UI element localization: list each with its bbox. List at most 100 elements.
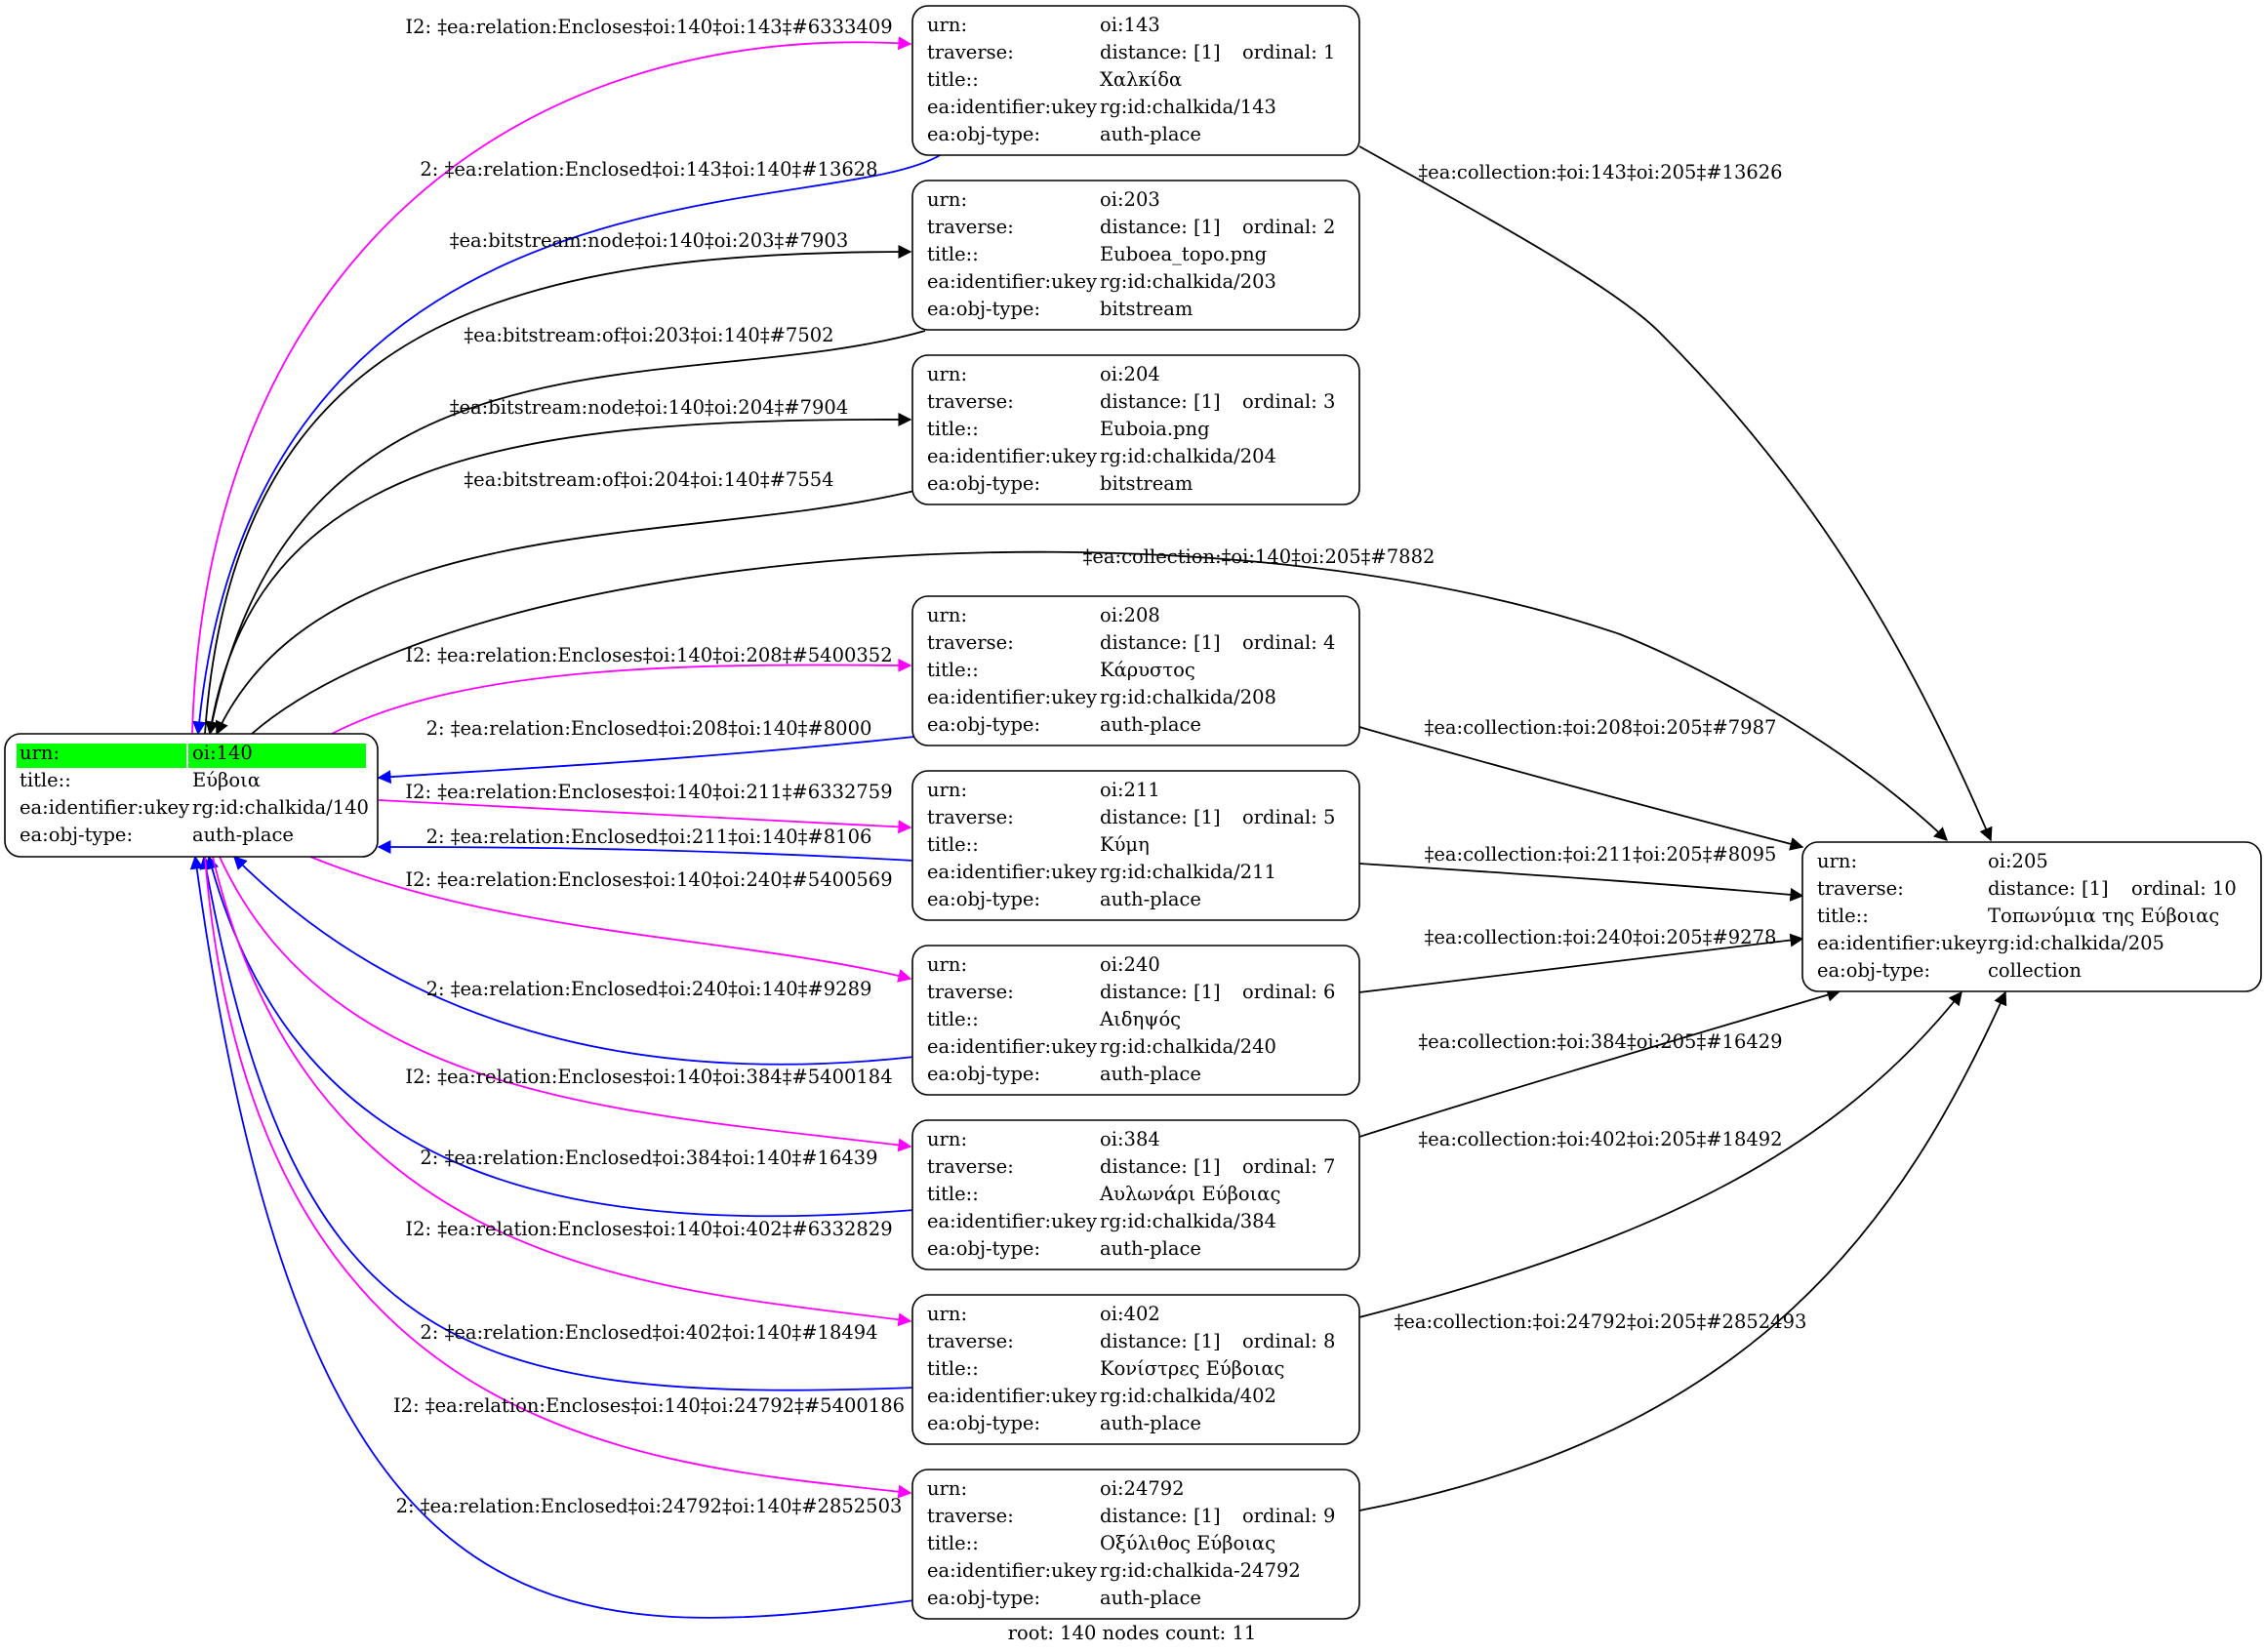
- field-value: Εύβοια: [192, 769, 261, 791]
- edge-other-4: [209, 412, 912, 735]
- field-value: distance: [1]: [1100, 41, 1221, 63]
- field-extra: ordinal: 9: [1242, 1505, 1335, 1527]
- field-key: title::: [927, 833, 979, 856]
- edge-label: I2: ‡ea:relation:Encloses‡oi:140‡oi:402‡…: [405, 1218, 892, 1240]
- edge-label: 2: ‡ea:relation:Enclosed‡oi:143‡oi:140‡#…: [420, 158, 877, 181]
- edge-encloses-17: [204, 856, 912, 1499]
- field-key: title::: [927, 1357, 979, 1380]
- edge-encloses-13: [219, 856, 912, 1152]
- edge-label: 2: ‡ea:relation:Enclosed‡oi:402‡oi:140‡#…: [420, 1321, 877, 1344]
- field-value: auth-place: [1100, 1063, 1201, 1085]
- field-key: urn:: [1817, 850, 1857, 872]
- edge-other-2: [204, 245, 912, 735]
- field-value: Euboia.png: [1100, 418, 1210, 440]
- field-key: ea:identifier:ukey: [1817, 932, 1987, 954]
- edge-label: 2: ‡ea:relation:Enclosed‡oi:384‡oi:140‡#…: [420, 1147, 877, 1169]
- edge-other-22: [1358, 933, 1804, 993]
- field-value: distance: [1]: [1100, 1155, 1221, 1178]
- nodes-layer: urn:oi:140title::Εύβοιαea:identifier:uke…: [4, 5, 2262, 1620]
- field-key: ea:obj-type:: [927, 713, 1040, 736]
- field-key: ea:obj-type:: [927, 1063, 1040, 1085]
- field-value: Οξύλιθος Εύβοιας: [1100, 1532, 1275, 1554]
- field-key: urn:: [927, 604, 967, 626]
- field-extra: ordinal: 6: [1242, 981, 1335, 1003]
- field-key: title::: [1817, 905, 1869, 927]
- field-value: rg:id:chalkida/203: [1100, 270, 1276, 293]
- edge-other-21: [1358, 863, 1804, 902]
- field-value: rg:id:chalkida/240: [1100, 1035, 1276, 1058]
- edge-label: ‡ea:bitstream:of‡oi:203‡oi:140‡#7502: [464, 324, 833, 346]
- edge-label: ‡ea:bitstream:node‡oi:140‡oi:203‡#7903: [450, 229, 849, 252]
- field-value: oi:143: [1100, 14, 1160, 36]
- edge-label: ‡ea:collection:‡oi:211‡oi:205‡#8095: [1425, 843, 1777, 866]
- edge-label: I2: ‡ea:relation:Encloses‡oi:140‡oi:2479…: [393, 1394, 905, 1417]
- edge-encloses-7: [331, 658, 912, 735]
- field-value: distance: [1]: [1100, 806, 1221, 828]
- field-value: Κύμη: [1100, 833, 1150, 856]
- field-extra: ordinal: 2: [1242, 216, 1335, 238]
- field-key: urn:: [927, 363, 967, 385]
- field-value: oi:402: [1100, 1303, 1160, 1325]
- field-value: oi:208: [1100, 604, 1160, 626]
- edge-label: 2: ‡ea:relation:Enclosed‡oi:208‡oi:140‡#…: [426, 717, 872, 740]
- edge-encloses-9: [378, 799, 912, 834]
- field-extra: ordinal: 10: [2131, 877, 2237, 900]
- field-value: oi:211: [1100, 779, 1160, 801]
- field-key: traverse:: [927, 631, 1014, 654]
- field-key: ea:obj-type:: [927, 1412, 1040, 1434]
- field-value: oi:205: [1988, 850, 2048, 872]
- field-extra: ordinal: 7: [1242, 1155, 1335, 1178]
- edge-other-5: [215, 490, 915, 736]
- field-key: ea:obj-type:: [927, 123, 1040, 145]
- edge-label: ‡ea:bitstream:of‡oi:204‡oi:140‡#7554: [464, 468, 833, 491]
- field-key: traverse:: [927, 1505, 1014, 1527]
- field-value: auth-place: [1100, 1587, 1201, 1609]
- edge-label: I2: ‡ea:relation:Encloses‡oi:140‡oi:240‡…: [405, 868, 892, 891]
- field-value: oi:203: [1100, 188, 1160, 211]
- field-key: ea:identifier:ukey: [927, 1035, 1097, 1058]
- field-value: rg:id:chalkida/143: [1100, 96, 1276, 118]
- edge-enclosed-14: [205, 855, 915, 1218]
- node-oi-140[interactable]: urn:oi:140title::Εύβοιαea:identifier:uke…: [4, 733, 379, 858]
- edge-label: ‡ea:collection:‡oi:240‡oi:205‡#9278: [1425, 926, 1777, 948]
- edge-encloses-0: [191, 36, 912, 735]
- field-key: title::: [927, 1008, 979, 1030]
- field-key: ea:identifier:ukey: [927, 96, 1097, 118]
- field-value: rg:id:chalkida/140: [192, 796, 369, 819]
- field-key: urn:: [927, 1303, 967, 1325]
- field-key: urn:: [927, 1477, 967, 1500]
- field-value: distance: [1]: [1100, 1505, 1221, 1527]
- edge-label: I2: ‡ea:relation:Encloses‡oi:140‡oi:143‡…: [405, 16, 892, 38]
- field-key: ea:identifier:ukey: [20, 796, 189, 819]
- edge-label: ‡ea:collection:‡oi:402‡oi:205‡#18492: [1418, 1128, 1782, 1150]
- field-value: oi:384: [1100, 1128, 1160, 1150]
- field-key: ea:obj-type:: [927, 298, 1040, 320]
- field-key: traverse:: [927, 390, 1014, 413]
- edge-label: 2: ‡ea:relation:Enclosed‡oi:211‡oi:140‡#…: [426, 826, 872, 848]
- field-value: Κάρυστος: [1100, 659, 1195, 681]
- graph-footer: root: 140 nodes count: 11: [1008, 1622, 1257, 1644]
- edge-label: 2: ‡ea:relation:Enclosed‡oi:24792‡oi:140…: [396, 1495, 903, 1517]
- edge-label: ‡ea:collection:‡oi:143‡oi:205‡#13626: [1418, 161, 1782, 183]
- field-key: ea:obj-type:: [927, 888, 1040, 910]
- field-key: ea:identifier:ukey: [927, 1385, 1097, 1407]
- field-key: title::: [927, 1532, 979, 1554]
- edge-enclosed-18: [189, 855, 915, 1619]
- field-value: Κονίστρες Εύβοιας: [1100, 1357, 1284, 1380]
- field-key: ea:identifier:ukey: [927, 270, 1097, 293]
- field-key: urn:: [20, 742, 60, 764]
- field-key: ea:obj-type:: [20, 824, 133, 846]
- edge-other-20: [1358, 726, 1804, 851]
- field-key: traverse:: [927, 806, 1014, 828]
- field-extra: ordinal: 4: [1242, 631, 1335, 654]
